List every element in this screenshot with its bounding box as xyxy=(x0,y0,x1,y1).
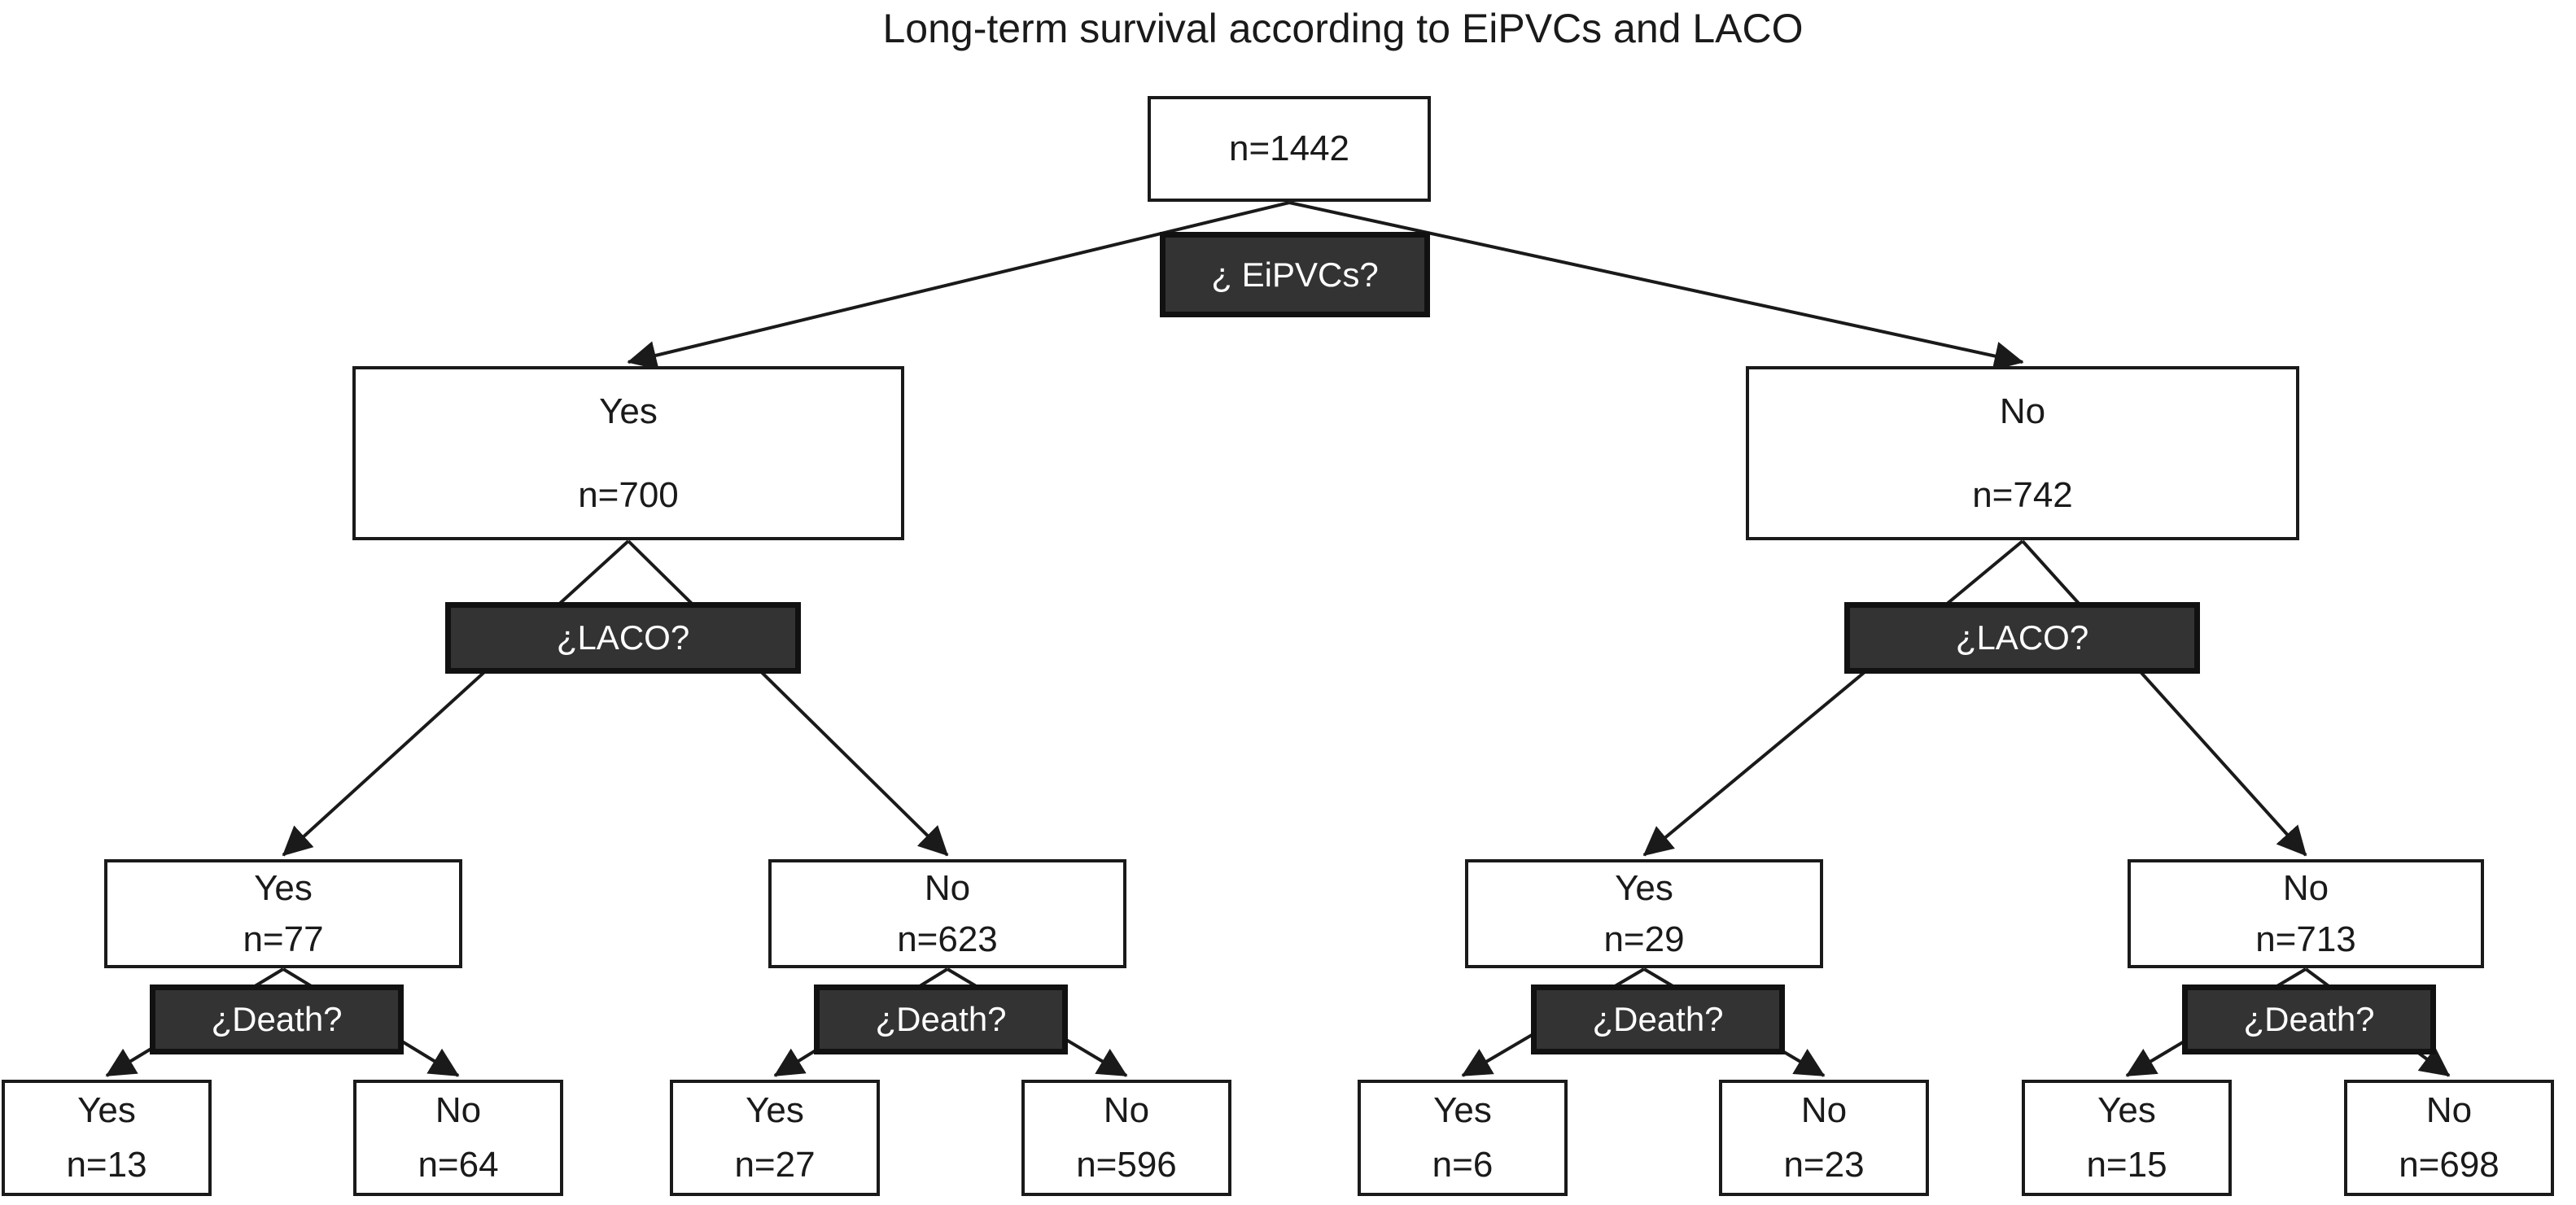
leaf-label: No xyxy=(435,1089,482,1130)
node-eipvcs-yes-laco-yes: Yes n=77 xyxy=(104,859,462,968)
question-death-2: ¿Death? xyxy=(814,985,1068,1054)
leaf-yn-death-no: No n=596 xyxy=(1021,1080,1231,1196)
leaf-count: n=698 xyxy=(2399,1145,2499,1185)
question-death-1: ¿Death? xyxy=(150,985,404,1054)
node-count: n=623 xyxy=(897,919,998,959)
leaf-count: n=13 xyxy=(66,1145,147,1185)
leaf-count: n=27 xyxy=(734,1145,816,1185)
leaf-yy-death-yes: Yes n=13 xyxy=(2,1080,212,1196)
node-count: n=29 xyxy=(1603,919,1685,959)
node-label: Yes xyxy=(599,391,658,431)
node-label: No xyxy=(2282,867,2329,908)
figure-title: Long-term survival according to EiPVCs a… xyxy=(882,6,1804,51)
leaf-label: No xyxy=(2425,1089,2473,1130)
leaf-label: No xyxy=(1800,1089,1848,1130)
node-eipvcs-no: No n=742 xyxy=(1746,366,2299,540)
node-label: No xyxy=(1999,391,2046,431)
leaf-count: n=6 xyxy=(1432,1145,1494,1185)
leaf-ny-death-no: No n=23 xyxy=(1719,1080,1929,1196)
edge-yes700-to-laco-yes xyxy=(282,539,630,857)
leaf-count: n=596 xyxy=(1076,1145,1177,1185)
node-count: n=77 xyxy=(243,919,324,959)
edge-root-to-eipvcs-yes xyxy=(627,201,1290,370)
edge-no742-to-laco-yes xyxy=(1642,539,2024,857)
node-eipvcs-no-laco-yes: Yes n=29 xyxy=(1465,859,1823,968)
node-label: No xyxy=(924,867,971,908)
question-laco-left: ¿LACO? xyxy=(445,602,801,674)
edge-root-to-eipvcs-no xyxy=(1288,201,2024,371)
node-count: n=713 xyxy=(2255,919,2356,959)
question-death-3: ¿Death? xyxy=(1531,985,1785,1054)
node-count: n=700 xyxy=(578,474,679,515)
question-eipvcs: ¿ EiPVCs? xyxy=(1160,232,1430,317)
edge-yes700-to-laco-no xyxy=(627,539,949,857)
leaf-yy-death-no: No n=64 xyxy=(353,1080,563,1196)
leaf-count: n=15 xyxy=(2086,1145,2167,1185)
leaf-count: n=64 xyxy=(418,1145,499,1185)
node-root-count: n=1442 xyxy=(1228,129,1350,168)
leaf-nn-death-no: No n=698 xyxy=(2344,1080,2554,1196)
leaf-nn-death-yes: Yes n=15 xyxy=(2022,1080,2232,1196)
node-label: Yes xyxy=(254,867,313,908)
leaf-label: Yes xyxy=(2097,1089,2156,1130)
question-laco-right: ¿LACO? xyxy=(1844,602,2200,674)
edge-no742-to-laco-no xyxy=(2021,539,2307,857)
leaf-label: Yes xyxy=(1433,1089,1492,1130)
node-eipvcs-no-laco-no: No n=713 xyxy=(2128,859,2484,968)
node-label: Yes xyxy=(1615,867,1673,908)
leaf-count: n=23 xyxy=(1783,1145,1865,1185)
leaf-yn-death-yes: Yes n=27 xyxy=(670,1080,880,1196)
node-eipvcs-yes: Yes n=700 xyxy=(352,366,904,540)
node-count: n=742 xyxy=(1972,474,2073,515)
node-root: n=1442 xyxy=(1148,96,1431,202)
leaf-ny-death-yes: Yes n=6 xyxy=(1358,1080,1568,1196)
leaf-label: Yes xyxy=(746,1089,804,1130)
node-eipvcs-yes-laco-no: No n=623 xyxy=(768,859,1126,968)
question-death-4: ¿Death? xyxy=(2182,985,2436,1054)
leaf-label: Yes xyxy=(77,1089,136,1130)
leaf-label: No xyxy=(1103,1089,1150,1130)
